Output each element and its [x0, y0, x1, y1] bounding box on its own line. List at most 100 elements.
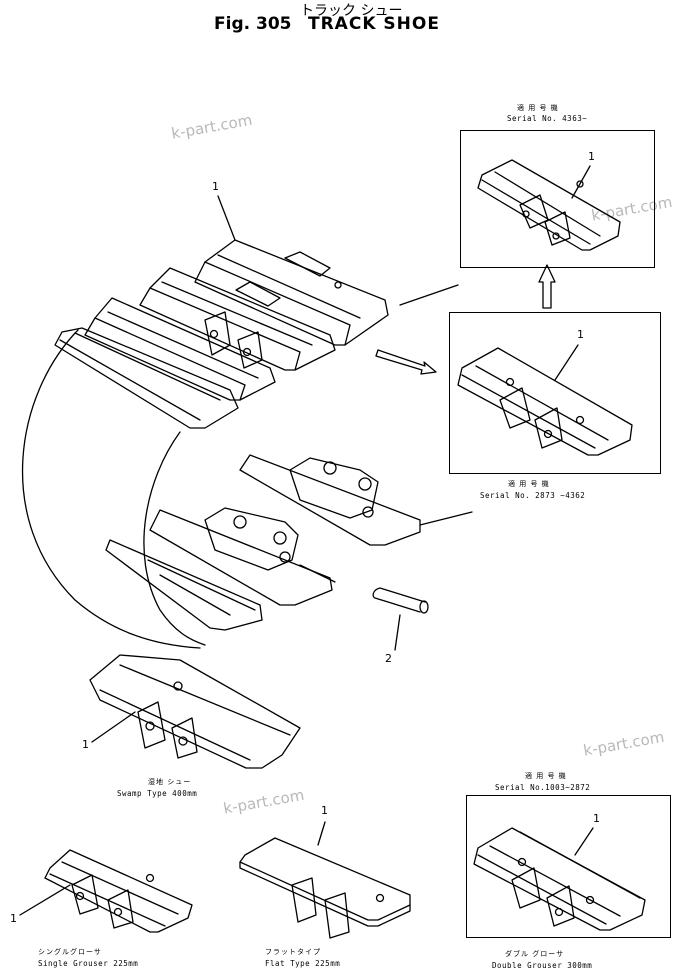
lower-shoe-2-link [204, 507, 299, 571]
shoe-1-bolt [334, 281, 342, 289]
lower-shoe-1-pin-a [323, 461, 337, 475]
single-grouser-plate [44, 849, 193, 933]
shoe-3-grouser [94, 311, 259, 401]
swamp-shoe-body [89, 654, 301, 769]
lower-shoe-2-pin-a [233, 515, 247, 529]
double-grouser-plate [473, 827, 646, 931]
callout-1-middle-box: 1 [577, 328, 584, 341]
leader-1-top-box [571, 165, 591, 199]
lower-shoe-3-plate [105, 539, 263, 631]
top-box-shoe-bolt-a [522, 210, 530, 218]
lower-shoe-1-pin-b [358, 477, 372, 491]
middle-box-shoe-bolt-c [575, 415, 585, 425]
middle-box-serial: Serial No. 2873 ~4362 [480, 491, 586, 500]
flat-label-en: Flat Type 225mm [265, 959, 341, 968]
arrow-up-to-top-box [538, 264, 556, 309]
variant-box-middle [449, 312, 661, 474]
shoe-2-link [204, 311, 263, 369]
leader-1-flat [317, 821, 326, 846]
swamp-shoe-bolt [173, 681, 183, 691]
flat-label-jp: フラットタイプ [265, 948, 321, 956]
lower-shoe-2-pin-b [273, 531, 287, 545]
leader-1-track [217, 195, 236, 241]
track-pin [372, 587, 426, 613]
leader-2-pin [394, 614, 401, 651]
double-grouser-bolt-c [585, 895, 595, 905]
leader-1-single [19, 884, 71, 916]
top-box-shoe-link [519, 194, 571, 246]
callout-1-flat: 1 [321, 804, 328, 817]
leader-1-middle-box [554, 344, 579, 381]
lower-shoe-2-bolt [279, 551, 291, 563]
middle-box-caption-jp: 適 用 号 機 [508, 480, 550, 488]
callout-2-pin: 2 [385, 652, 392, 665]
swamp-shoe-pin-a [145, 721, 155, 731]
double-grouser-bolt-b [554, 907, 564, 917]
leader-1-swamp [91, 711, 136, 743]
shoe-2-bolt-b [242, 347, 252, 357]
callout-1-bottom-box: 1 [593, 812, 600, 825]
flat-type-shoe [239, 837, 411, 939]
lower-shoe-2-plate [149, 509, 333, 606]
lower-shoe-1-plate [239, 454, 421, 546]
top-box-caption-jp: 適 用 号 機 [517, 104, 559, 112]
single-grouser-bolt-a [75, 891, 85, 901]
double-grouser-shoe [473, 827, 646, 931]
flat-type-plate [239, 837, 411, 921]
middle-box-shoe [457, 347, 633, 456]
middle-box-shoe-bolt-b [543, 429, 553, 439]
swamp-shoe-link [137, 701, 198, 759]
track-loop-outline [21, 329, 201, 649]
middle-box-shoe-bolt-a [505, 377, 515, 387]
top-box-shoe-bolt-b [552, 232, 560, 240]
swamp-label-jp: 湿地 シュー [148, 778, 192, 786]
track-guide-line-lower [419, 511, 473, 526]
single-label-en: Single Grouser 225mm [38, 959, 139, 968]
shoe-2-bolt-a [209, 329, 219, 339]
figure-label: Fig. 305 [214, 14, 292, 34]
single-grouser-bolt-c [145, 873, 155, 883]
middle-box-shoe-link [499, 387, 563, 449]
swamp-shoe [89, 654, 301, 769]
single-label-jp: シングルグローサ [38, 948, 102, 956]
swamp-shoe-ridge [99, 664, 291, 761]
leader-lines [19, 165, 594, 916]
shoe-1-grouser [204, 254, 361, 346]
top-box-shoe [477, 159, 621, 251]
swamp-label-en: Swamp Type 400mm [117, 789, 198, 798]
single-grouser-link [71, 874, 134, 929]
title-english: TRACK SHOE [308, 14, 440, 34]
top-box-shoe-plate [477, 159, 621, 251]
double-grouser-bars [477, 831, 641, 925]
track-guide-line-upper [399, 284, 459, 306]
double-grouser-link [511, 867, 575, 927]
single-grouser-bolt-b [113, 907, 123, 917]
arrows [375, 264, 556, 375]
flat-type-bolt [375, 893, 385, 903]
double-label-jp: ダブル グローサ [505, 950, 565, 958]
leader-1-bottom-box [574, 827, 594, 856]
callout-1-track: 1 [212, 180, 219, 193]
top-box-shoe-grouser [481, 171, 601, 245]
track-assembly [21, 239, 473, 649]
lower-shoe-1-link [289, 457, 379, 519]
shoe-4-grouser [59, 332, 221, 421]
swamp-shoe-pin-b [178, 736, 188, 746]
double-label-en: Double Grouser 300mm [492, 961, 593, 970]
variant-box-bottom [466, 795, 671, 938]
single-grouser-bar [49, 861, 179, 927]
flat-type-link [291, 877, 350, 939]
lower-shoe-1-bolt [362, 506, 374, 518]
callout-1-single: 1 [10, 912, 17, 925]
callout-1-top-box: 1 [588, 150, 595, 163]
variant-box-top [460, 130, 655, 268]
track-loop-inner [143, 431, 206, 646]
single-grouser-shoe [44, 849, 193, 933]
lower-shoe-3-grouser [147, 559, 256, 616]
callout-1-swamp: 1 [82, 738, 89, 751]
top-box-serial: Serial No. 4363~ [507, 114, 588, 123]
shoe-2-plate [139, 267, 336, 371]
double-grouser-bolt-a [517, 857, 527, 867]
bottom-box-serial: Serial No.1003~2872 [495, 783, 591, 792]
